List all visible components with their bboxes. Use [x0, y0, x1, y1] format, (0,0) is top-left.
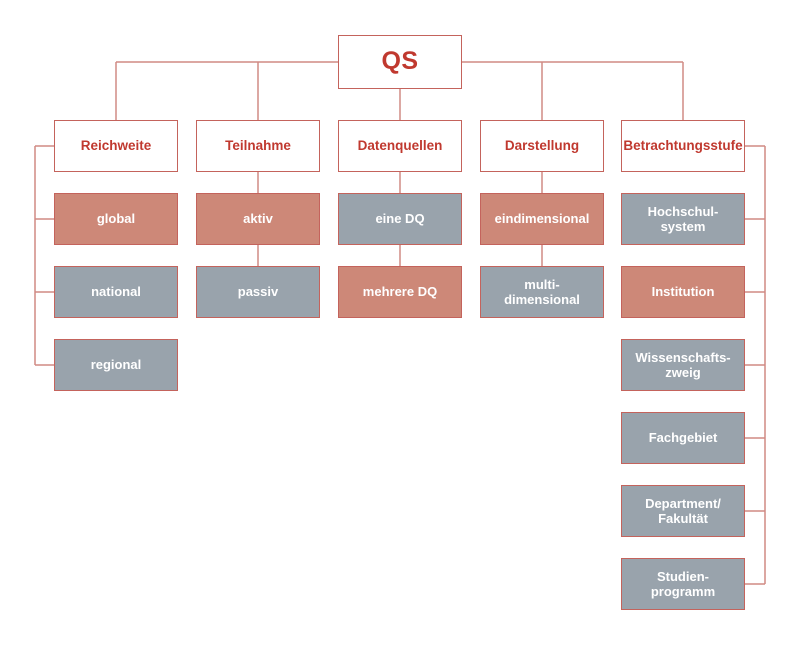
- node-reichweite-regional-label: regional: [90, 357, 142, 373]
- node-betrachtungsstufe-studien-programm-label: Studien- programm: [650, 568, 716, 599]
- category-header-reichweite: Reichweite: [54, 120, 178, 172]
- node-betrachtungsstufe-studien-programm: Studien- programm: [621, 558, 745, 610]
- node-betrachtungsstufe-institution: Institution: [621, 266, 745, 318]
- node-betrachtungsstufe-department-fakultaet: Department/ Fakultät: [621, 485, 745, 537]
- category-header-teilnahme: Teilnahme: [196, 120, 320, 172]
- node-datenquellen-mehrere-dq: mehrere DQ: [338, 266, 462, 318]
- node-betrachtungsstufe-wissenschafts-zweig-label: Wissenschafts- zweig: [635, 349, 731, 380]
- node-betrachtungsstufe-hochschul-system: Hochschul- system: [621, 193, 745, 245]
- node-betrachtungsstufe-fachgebiet-label: Fachgebiet: [648, 430, 718, 446]
- category-header-darstellung-label: Darstellung: [504, 138, 580, 154]
- node-datenquellen-eine-dq: eine DQ: [338, 193, 462, 245]
- node-datenquellen-mehrere-dq-label: mehrere DQ: [362, 284, 438, 300]
- node-reichweite-national-label: national: [91, 284, 141, 300]
- category-header-teilnahme-label: Teilnahme: [225, 138, 291, 154]
- node-teilnahme-aktiv-label: aktiv: [243, 211, 273, 227]
- node-datenquellen-eine-dq-label: eine DQ: [375, 211, 425, 227]
- node-betrachtungsstufe-department-fakultaet-label: Department/ Fakultät: [645, 495, 721, 526]
- node-betrachtungsstufe-institution-label: Institution: [651, 284, 715, 300]
- node-teilnahme-aktiv: aktiv: [196, 193, 320, 245]
- node-teilnahme-passiv: passiv: [196, 266, 320, 318]
- node-betrachtungsstufe-fachgebiet: Fachgebiet: [621, 412, 745, 464]
- category-header-reichweite-label: Reichweite: [80, 138, 152, 154]
- node-darstellung-multi-dimensional-label: multi- dimensional: [504, 276, 580, 307]
- root-node-qs: QS: [338, 35, 462, 89]
- category-header-darstellung: Darstellung: [480, 120, 604, 172]
- node-reichweite-national: national: [54, 266, 178, 318]
- node-betrachtungsstufe-wissenschafts-zweig: Wissenschafts- zweig: [621, 339, 745, 391]
- node-teilnahme-passiv-label: passiv: [237, 284, 279, 300]
- node-darstellung-eindimensional: eindimensional: [480, 193, 604, 245]
- root-node-qs-label: QS: [381, 47, 419, 76]
- node-reichweite-global: global: [54, 193, 178, 245]
- node-darstellung-eindimensional-label: eindimensional: [494, 211, 590, 227]
- node-reichweite-regional: regional: [54, 339, 178, 391]
- category-header-datenquellen-label: Datenquellen: [357, 138, 443, 154]
- node-betrachtungsstufe-hochschul-system-label: Hochschul- system: [647, 203, 719, 234]
- category-header-betrachtungsstufe-label: Betrachtungsstufe: [623, 138, 743, 154]
- category-header-betrachtungsstufe: Betrachtungsstufe: [621, 120, 745, 172]
- node-reichweite-global-label: global: [96, 211, 136, 227]
- category-header-datenquellen: Datenquellen: [338, 120, 462, 172]
- node-darstellung-multi-dimensional: multi- dimensional: [480, 266, 604, 318]
